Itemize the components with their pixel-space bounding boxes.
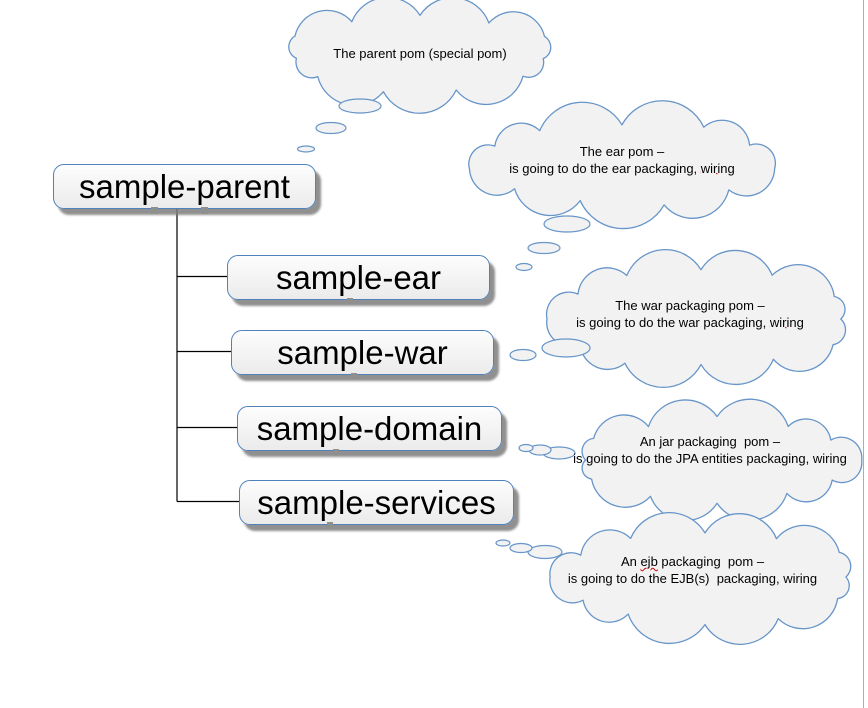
node-label: sample-services — [257, 483, 496, 521]
tree-connector-lines — [176, 205, 239, 503]
cloud-line: An ejb packaging pom – — [620, 554, 765, 569]
cloud-text-war: The war packaging pom – is going to do t… — [565, 297, 815, 331]
node-sample-parent[interactable]: sample-parent — [53, 164, 316, 209]
thought-cloud-parent[interactable] — [288, 0, 552, 114]
spellcheck-word: ejb — [640, 554, 658, 569]
trail-parent-bubble — [315, 121, 347, 135]
node-label: sample-domain — [256, 409, 483, 447]
cloud-line: is going to do the ear packaging, wiring — [509, 161, 735, 176]
cloud-text-ear: The ear pom – is going to do the ear pac… — [492, 143, 752, 177]
node-label: sample-parent — [79, 167, 290, 205]
shadow-handle — [333, 449, 339, 455]
shadow-handle — [327, 522, 333, 528]
cloud-line: The parent pom (special pom) — [333, 46, 507, 61]
trail-parent-bubble — [296, 145, 316, 153]
trail-ear-bubble — [543, 215, 591, 233]
cloud-text-services: An ejb packaging pom – is going to do th… — [550, 553, 835, 587]
thought-cloud-domain[interactable] — [581, 398, 863, 522]
trail-ear-bubble — [515, 262, 533, 272]
cloud-text-parent: The parent pom (special pom) — [285, 45, 555, 62]
cloud-line: The ear pom – — [579, 144, 665, 159]
spellcheck-word: wiring — [700, 161, 735, 176]
shadow-handle — [201, 207, 208, 214]
trail-parent-bubble — [338, 98, 382, 114]
trail-services-bubble — [509, 542, 533, 554]
trail-war-bubble — [541, 338, 591, 358]
shadow-handle — [351, 373, 357, 379]
node-label: sample-ear — [275, 258, 442, 296]
spellcheck-word: wiring — [769, 315, 804, 330]
thought-cloud-ear[interactable] — [468, 100, 776, 230]
trail-services-bubble — [495, 539, 511, 547]
trail-domain-bubble — [518, 443, 534, 453]
page-edge-line — [863, 0, 864, 708]
cloud-line: is going to do the JPA entities packagin… — [573, 451, 847, 466]
trail-ear-bubble — [527, 241, 561, 255]
node-label: sample-war — [277, 333, 448, 371]
cloud-line: is going to do the war packaging, wiring — [576, 315, 804, 330]
cloud-line: An jar packaging pom – — [639, 434, 781, 449]
node-sample-ear[interactable]: sample-ear — [227, 255, 490, 300]
trail-war-bubble — [509, 348, 537, 362]
thought-cloud-services[interactable] — [549, 512, 852, 645]
shadow-handle — [151, 207, 158, 214]
node-sample-services[interactable]: sample-services — [239, 480, 514, 525]
shadow-handle — [347, 298, 353, 304]
thought-cloud-war[interactable] — [545, 249, 847, 389]
cloud-text-domain: An jar packaging pom – is going to do th… — [560, 433, 860, 467]
cloud-line: The war packaging pom – — [615, 298, 765, 313]
cloud-line: is going to do the EJB(s) packaging, wir… — [567, 571, 818, 586]
node-sample-domain[interactable]: sample-domain — [237, 406, 502, 451]
node-sample-war[interactable]: sample-war — [231, 330, 494, 375]
